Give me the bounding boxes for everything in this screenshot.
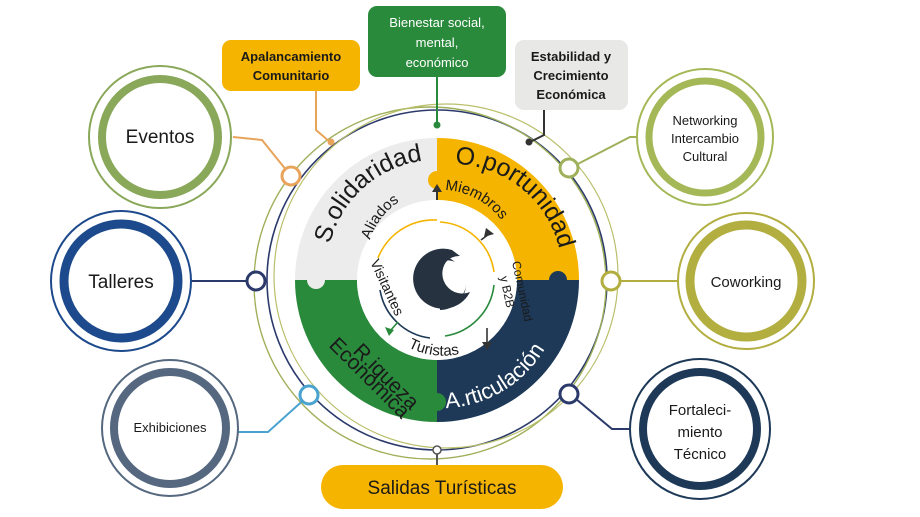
apalancamiento-connector bbox=[315, 91, 331, 143]
puzzle-knob-left bbox=[307, 271, 325, 289]
eventos-label: Eventos bbox=[126, 127, 195, 148]
exhibiciones-label: Exhibiciones bbox=[134, 420, 207, 435]
apalancamiento-line2: Comunitario bbox=[253, 68, 330, 83]
quadrant-articulacion bbox=[437, 280, 579, 422]
bienestar-line1: Bienestar social, bbox=[389, 15, 484, 30]
callout-bienestar: Bienestar social, mental, económico bbox=[368, 6, 506, 77]
estabilidad-line1: Estabilidad y bbox=[531, 49, 612, 64]
node-eventos: Eventos bbox=[88, 65, 232, 209]
eventos-connector bbox=[232, 136, 292, 177]
quadrant-solidaridad bbox=[295, 138, 437, 280]
puzzle-knob-bottom bbox=[428, 393, 446, 411]
bienestar-line3: económico bbox=[406, 55, 469, 70]
quadrant-riqueza bbox=[295, 280, 437, 422]
estabilidad-line3: Económica bbox=[536, 87, 606, 102]
puzzle-knob-top bbox=[428, 171, 446, 189]
salidas-label: Salidas Turísticas bbox=[368, 478, 517, 499]
connector-lines bbox=[190, 77, 678, 465]
talleres-label: Talleres bbox=[88, 272, 153, 293]
bienestar-line2: mental, bbox=[416, 35, 459, 50]
node-talleres: Talleres bbox=[50, 210, 192, 352]
fortalecimiento-connector bbox=[569, 393, 636, 430]
estabilidad-connector bbox=[529, 108, 545, 143]
callout-apalancamiento: Apalancamiento Comunitario bbox=[222, 40, 360, 91]
node-fortalecimiento: Fortaleci- miento Técnico bbox=[629, 358, 771, 500]
puzzle-knob-right bbox=[549, 271, 567, 289]
apalancamiento-line1: Apalancamiento bbox=[241, 49, 341, 64]
label-b2b: y B2B bbox=[497, 275, 517, 309]
connector-dots bbox=[245, 121, 622, 455]
node-coworking: Coworking bbox=[677, 212, 815, 350]
inner-arrow-cycle bbox=[377, 184, 495, 350]
salidas-pill: Salidas Turísticas bbox=[321, 465, 563, 509]
fortalecimiento-line2: miento bbox=[677, 424, 722, 441]
networking-line2: Intercambio bbox=[671, 131, 739, 146]
exhibiciones-connector bbox=[235, 395, 309, 433]
node-networking: Networking Intercambio Cultural bbox=[636, 68, 774, 206]
fortalecimiento-line3: Técnico bbox=[674, 446, 727, 463]
coworking-label: Coworking bbox=[711, 274, 782, 291]
fortalecimiento-line1: Fortaleci- bbox=[669, 402, 732, 419]
node-exhibiciones: Exhibiciones bbox=[101, 359, 239, 497]
quadrant-oportunidad bbox=[437, 138, 579, 280]
estabilidad-line2: Crecimiento bbox=[533, 68, 608, 83]
eagle-logo-icon bbox=[409, 247, 475, 313]
callout-estabilidad: Estabilidad y Crecimiento Económica bbox=[515, 40, 628, 110]
networking-line3: Cultural bbox=[683, 149, 728, 164]
networking-line1: Networking bbox=[672, 113, 737, 128]
